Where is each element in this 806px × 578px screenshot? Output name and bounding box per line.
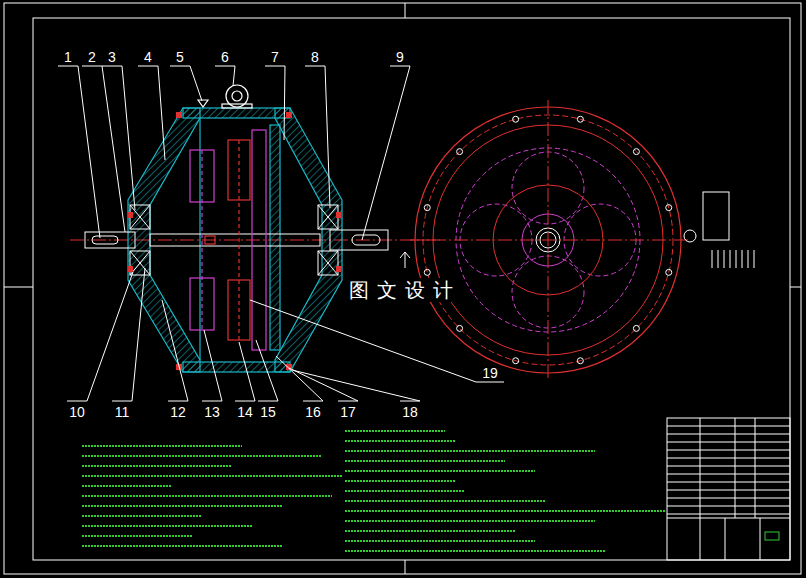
callout-number: 13 [204,404,220,420]
callout-number: 1 [64,49,72,65]
drawing-frame [33,18,790,560]
leader-line [58,66,100,238]
center-line [70,240,440,241]
leader-line [162,300,188,401]
callout-number: 8 [311,49,319,65]
callout-number: 5 [176,49,184,65]
callout-number: 14 [237,404,253,420]
callout-number: 11 [115,404,130,420]
housing [128,108,342,372]
leader-line [256,340,278,401]
leader-line [362,66,410,240]
sheet-border [4,3,801,574]
leader-line [82,66,125,232]
callout-number: 16 [305,404,321,420]
callout-number: 19 [482,365,498,381]
callout-number: 2 [88,49,96,65]
callout-number: 17 [340,404,356,420]
callout-number: 15 [260,404,276,420]
leader-line [265,66,285,140]
leader-line [138,66,165,160]
shafts [85,230,388,250]
leader-line [235,342,255,401]
leader-line [289,368,358,401]
watermark: 图文设计 [349,278,461,302]
callout-number: 18 [402,404,418,420]
leader-line [170,66,202,101]
callout-number: 7 [271,49,279,65]
leader-line [102,66,135,210]
title-block [667,418,790,560]
callout-number: 12 [170,404,186,420]
callout-number: 10 [69,404,85,420]
motor [198,85,252,108]
leader-line [305,66,330,208]
leader-line [292,370,420,401]
leader-line [112,268,145,401]
leader-line [276,356,323,401]
bolts [128,112,341,370]
marker-arrow [400,252,410,268]
leader-line [250,300,504,382]
gears [190,130,266,350]
bearings [130,205,338,275]
callout-number: 6 [221,49,229,65]
leader-line [215,66,235,86]
technical-notes [82,431,665,551]
end-view [410,100,754,380]
leader-lines [58,66,504,401]
leader-line [67,272,133,401]
callout-number: 9 [396,49,404,65]
callout-number: 3 [108,49,116,65]
callout-number: 4 [144,49,152,65]
leader-line [202,330,222,401]
